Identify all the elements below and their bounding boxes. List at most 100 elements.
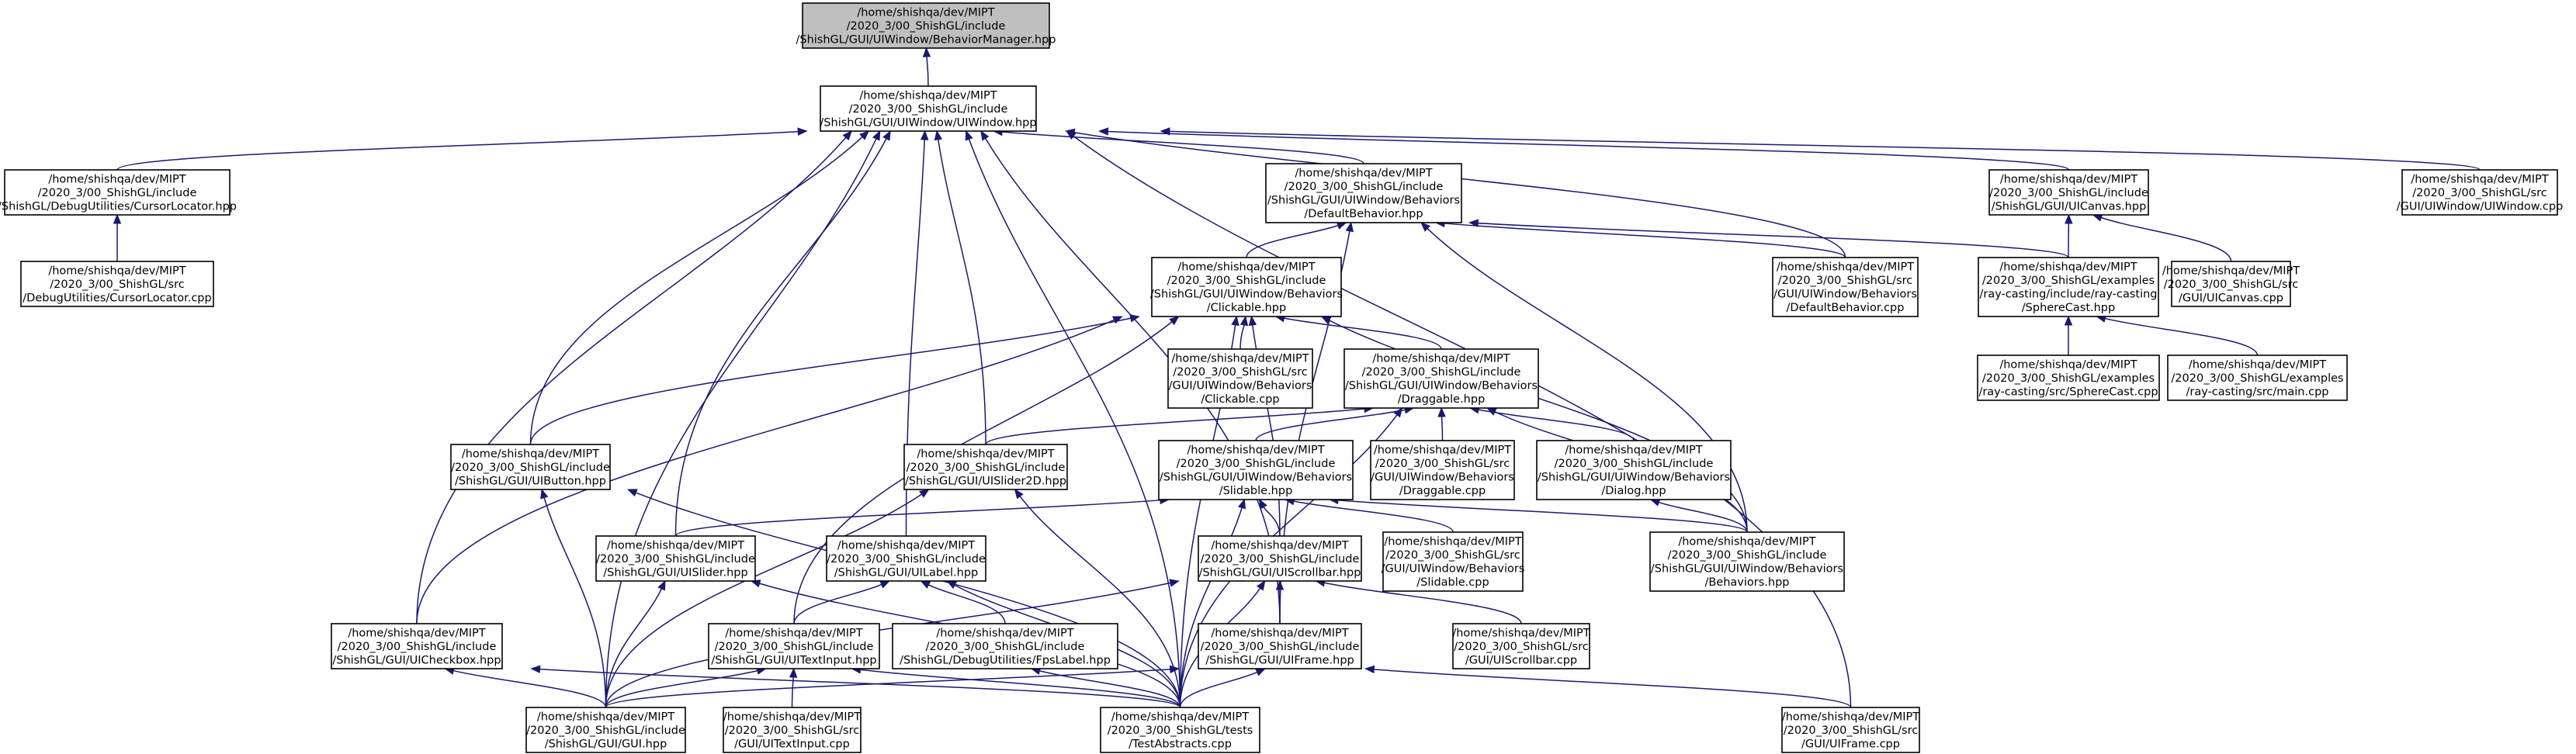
- node-label-line: /2020_3/00_ShishGL/include: [1285, 181, 1444, 193]
- node-label-line: /2020_3/00_ShishGL/include: [1555, 458, 1714, 470]
- node-label-line: /home/shishqa/dev/MIPT: [1187, 444, 1324, 457]
- node-label-line: /home/shishqa/dev/MIPT: [723, 711, 861, 723]
- node-label-line: /home/shishqa/dev/MIPT: [917, 448, 1054, 460]
- edge-line: [1659, 501, 1748, 533]
- arrowhead-icon: [657, 579, 666, 591]
- node-sphere-cast-cpp[interactable]: /home/shishqa/dev/MIPT/2020_3/00_ShishGL…: [1977, 355, 2160, 401]
- node-label-line: /ShishGL/GUI/UIWindow/Behaviors: [1651, 563, 1843, 576]
- node-ui-slider-hpp[interactable]: /home/shishqa/dev/MIPT/2020_3/00_ShishGL…: [595, 535, 756, 582]
- node-sphere-cast-hpp[interactable]: /home/shishqa/dev/MIPT/2020_3/00_ShishGL…: [1978, 257, 2159, 317]
- node-default-behavior-cpp[interactable]: /home/shishqa/dev/MIPT/2020_3/00_ShishGL…: [1772, 257, 1919, 317]
- node-label-line: /2020_3/00_ShishGL/src: [1778, 275, 1912, 287]
- node-default-behavior-hpp[interactable]: /home/shishqa/dev/MIPT/2020_3/00_ShishGL…: [1265, 163, 1462, 223]
- arrowhead-icon: [1275, 579, 1285, 590]
- node-label-line: /home/shishqa/dev/MIPT: [1999, 358, 2137, 371]
- node-label-line: /home/shishqa/dev/MIPT: [1452, 627, 1590, 639]
- arrowhead-icon: [1364, 665, 1375, 674]
- edge-line: [928, 584, 1006, 624]
- node-test-abstracts-cpp[interactable]: /home/shishqa/dev/MIPT/2020_3/00_ShishGL…: [1100, 707, 1260, 753]
- node-box: [2167, 355, 2348, 401]
- node-box: [1100, 707, 1260, 753]
- edge-line: [1478, 222, 2069, 258]
- arrowhead-icon: [1437, 406, 1446, 417]
- arrowhead-icon: [797, 127, 808, 136]
- node-cursor-locator-hpp[interactable]: /home/shishqa/dev/MIPT/2020_3/00_ShishGL…: [0, 169, 237, 216]
- node-label-line: /2020_3/00_ShishGL/include: [847, 20, 1006, 33]
- node-ui-checkbox-hpp[interactable]: /home/shishqa/dev/MIPT/2020_3/00_ShishGL…: [331, 623, 503, 669]
- node-ui-text-input-cpp[interactable]: /home/shishqa/dev/MIPT/2020_3/00_ShishGL…: [723, 707, 862, 753]
- node-main-cpp[interactable]: /home/shishqa/dev/MIPT/2020_3/00_ShishGL…: [2167, 355, 2348, 401]
- node-cursor-locator-cpp[interactable]: /home/shishqa/dev/MIPT/2020_3/00_ShishGL…: [20, 261, 214, 307]
- arrowhead-icon: [922, 47, 931, 57]
- node-fps-label-hpp[interactable]: /home/shishqa/dev/MIPT/2020_3/00_ShishGL…: [892, 623, 1118, 669]
- node-label-line: /2020_3/00_ShishGL/include: [926, 641, 1085, 653]
- arrowhead-icon: [2065, 213, 2073, 224]
- node-draggable-cpp[interactable]: /home/shishqa/dev/MIPT/2020_3/00_ShishGL…: [1370, 440, 1515, 500]
- edge-line: [1073, 132, 1846, 258]
- node-ui-scrollbar-hpp[interactable]: /home/shishqa/dev/MIPT/2020_3/00_ShishGL…: [1198, 535, 1362, 582]
- edge-line: [1444, 223, 1846, 258]
- node-ui-window-hpp[interactable]: /home/shishqa/dev/MIPT/2020_3/00_ShishGL…: [820, 85, 1037, 132]
- node-ui-window-cpp[interactable]: /home/shishqa/dev/MIPT/2020_3/00_ShishGL…: [2397, 169, 2564, 216]
- edge-line: [1284, 317, 1442, 350]
- node-clickable-hpp[interactable]: /home/shishqa/dev/MIPT/2020_3/00_ShishGL…: [1150, 257, 1343, 317]
- node-ui-frame-hpp[interactable]: /home/shishqa/dev/MIPT/2020_3/00_ShishGL…: [1198, 623, 1362, 669]
- node-label-line: /DefaultBehavior.hpp: [1304, 208, 1423, 220]
- node-label-line: /2020_3/00_ShishGL/src: [2412, 187, 2547, 199]
- node-box: [1781, 707, 1920, 753]
- node-box: [4, 169, 231, 216]
- node-label-line: /home/shishqa/dev/MIPT: [725, 627, 862, 639]
- edge-cursor-locator-cpp-includes-cursor-locator-hpp: [113, 213, 122, 261]
- node-label-line: /2020_3/00_ShishGL/include: [526, 725, 685, 737]
- node-label-line: /GUI/UIWindow/Behaviors: [1773, 289, 1917, 301]
- edge-line: [116, 130, 799, 171]
- node-ui-canvas-hpp[interactable]: /home/shishqa/dev/MIPT/2020_3/00_ShishGL…: [1988, 169, 2149, 216]
- node-gui-hpp[interactable]: /home/shishqa/dev/MIPT/2020_3/00_ShishGL…: [525, 707, 686, 753]
- edge-sphere-cast-cpp-includes-sphere-cast-hpp: [2064, 315, 2073, 355]
- arrowhead-icon: [1237, 498, 1246, 510]
- arrowhead-icon: [540, 488, 549, 500]
- node-box: [525, 707, 686, 753]
- node-label-line: /ShishGL/GUI/UISlider2D.hpp: [905, 475, 1066, 487]
- node-label-line: /home/shishqa/dev/MIPT: [1111, 711, 1249, 723]
- arrowhead-icon: [872, 130, 881, 141]
- node-ui-text-input-hpp[interactable]: /home/shishqa/dev/MIPT/2020_3/00_ShishGL…: [708, 623, 880, 669]
- arrowhead-icon: [842, 130, 853, 141]
- arrowhead-icon: [980, 130, 990, 141]
- node-draggable-hpp[interactable]: /home/shishqa/dev/MIPT/2020_3/00_ShishGL…: [1343, 348, 1539, 409]
- node-clickable-cpp[interactable]: /home/shishqa/dev/MIPT/2020_3/00_ShishGL…: [1167, 348, 1313, 409]
- edge-line: [1179, 671, 1258, 708]
- node-slidable-hpp[interactable]: /home/shishqa/dev/MIPT/2020_3/00_ShishGL…: [1158, 440, 1354, 500]
- node-ui-label-hpp[interactable]: /home/shishqa/dev/MIPT/2020_3/00_ShishGL…: [826, 535, 986, 582]
- node-ui-scrollbar-cpp[interactable]: /home/shishqa/dev/MIPT/2020_3/00_ShishGL…: [1452, 623, 1590, 669]
- node-label-line: /GUI/UIWindow/UIWindow.cpp: [2397, 200, 2564, 213]
- node-label-line: /2020_3/00_ShishGL/src: [2164, 278, 2298, 291]
- node-label-line: /2020_3/00_ShishGL/src: [1375, 458, 1510, 470]
- node-ui-slider2-d-hpp[interactable]: /home/shishqa/dev/MIPT/2020_3/00_ShishGL…: [903, 444, 1068, 490]
- node-label-line: /ray-casting/src/main.cpp: [2186, 386, 2329, 398]
- edge-cursor-locator-hpp-includes-ui-window-hpp: [116, 127, 808, 171]
- edge-clickable-cpp-includes-clickable-hpp: [1239, 315, 1249, 350]
- node-dialog-hpp[interactable]: /home/shishqa/dev/MIPT/2020_3/00_ShishGL…: [1536, 440, 1732, 500]
- node-label-line: /2020_3/00_ShishGL/include: [715, 641, 874, 653]
- node-label-line: /home/shishqa/dev/MIPT: [1777, 261, 1914, 274]
- node-label-line: /ShishGL/GUI/UIWindow/Behaviors: [1267, 195, 1460, 207]
- node-ui-canvas-cpp[interactable]: /home/shishqa/dev/MIPT/2020_3/00_ShishGL…: [2162, 261, 2300, 307]
- arrowhead-icon: [789, 667, 798, 678]
- edge-line: [1039, 670, 1181, 708]
- node-behavior-manager[interactable]: /home/shishqa/dev/MIPT/2020_3/00_ShishGL…: [796, 2, 1056, 49]
- node-slidable-cpp[interactable]: /home/shishqa/dev/MIPT/2020_3/00_ShishGL…: [1382, 531, 1525, 592]
- node-ui-frame-cpp[interactable]: /home/shishqa/dev/MIPT/2020_3/00_ShishGL…: [1781, 707, 1920, 753]
- node-behaviors-hpp[interactable]: /home/shishqa/dev/MIPT/2020_3/00_ShishGL…: [1649, 531, 1845, 592]
- node-box: [20, 261, 214, 307]
- arrowhead-icon: [1014, 488, 1024, 500]
- arrowhead-icon: [2064, 315, 2073, 326]
- node-label-line: /DefaultBehavior.cpp: [1787, 302, 1905, 314]
- edge-ui-window-hpp-includes-behavior-manager: [922, 47, 931, 87]
- node-ui-button-hpp[interactable]: /home/shishqa/dev/MIPT/2020_3/00_ShishGL…: [450, 444, 611, 490]
- arrowhead-icon: [1098, 127, 1109, 136]
- edge-gui-hpp-includes-ui-checkbox-hpp: [444, 666, 607, 708]
- node-label-line: /home/shishqa/dev/MIPT: [2411, 173, 2548, 185]
- node-box: [826, 535, 986, 582]
